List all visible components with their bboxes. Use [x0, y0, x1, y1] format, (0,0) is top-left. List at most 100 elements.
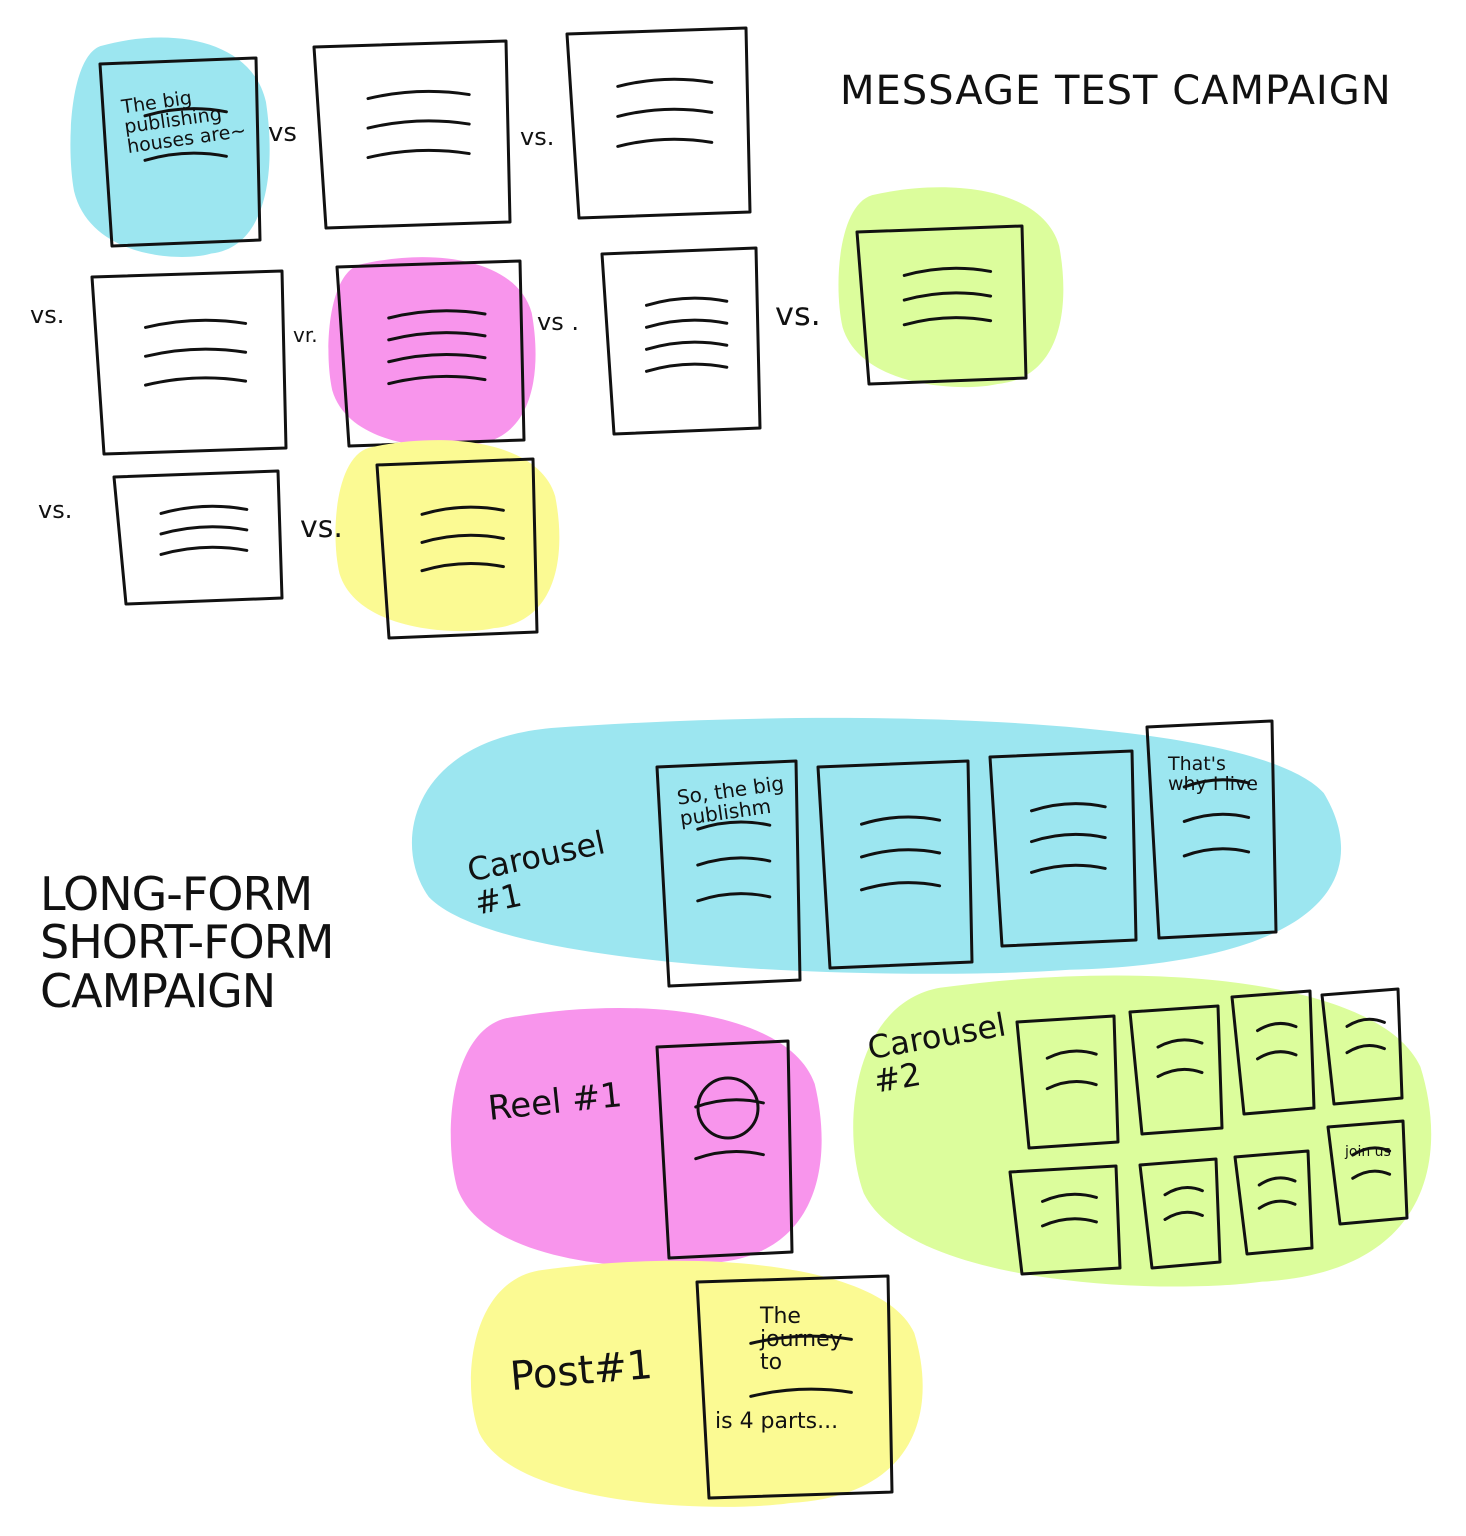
text-squiggle	[1045, 1049, 1098, 1060]
sketch-card	[695, 1274, 894, 1500]
sketch-card	[375, 457, 539, 640]
sketch-card	[855, 224, 1028, 386]
text-squiggle	[645, 296, 729, 307]
text-squiggle	[1030, 832, 1107, 844]
post-text: is 4 parts...	[715, 1409, 839, 1434]
color-blob	[328, 257, 536, 448]
text-squiggle	[696, 892, 772, 903]
text-squiggle	[902, 316, 993, 327]
text-squiggle	[143, 107, 228, 118]
text-squiggle	[1041, 1217, 1098, 1228]
text-squiggle	[387, 374, 487, 386]
vs-label: vs.	[300, 510, 343, 545]
text-squiggle	[1345, 1017, 1386, 1028]
slide-text: join us	[1345, 1144, 1391, 1160]
color-blob	[70, 37, 270, 257]
text-squiggle	[1256, 1021, 1298, 1033]
text-squiggle	[749, 1387, 853, 1398]
text-squiggle	[645, 340, 729, 351]
color-blob	[450, 1007, 822, 1267]
vs-label: vs.	[775, 295, 821, 333]
sketch-card	[1008, 1164, 1122, 1276]
color-blob	[411, 717, 1342, 974]
sketch-card	[1320, 987, 1404, 1106]
sketch-card	[565, 26, 752, 220]
text-squiggle	[1345, 1043, 1386, 1055]
text-squiggle	[860, 881, 942, 892]
text-squiggle	[387, 331, 487, 342]
sketch-card	[600, 246, 762, 436]
long-short-title: LONG-FORM SHORT-FORM CAMPAIGN	[40, 867, 334, 1018]
text-squiggle	[420, 505, 505, 516]
vs-label: vs .	[537, 308, 579, 336]
sketch-card	[1015, 1014, 1120, 1150]
sketch-card	[90, 269, 288, 456]
vs-label: vs.	[520, 123, 555, 151]
text-squiggle	[645, 362, 729, 373]
text-squiggle	[420, 533, 505, 544]
color-blob	[470, 1260, 923, 1507]
sketch-card	[816, 759, 974, 970]
text-squiggle	[694, 1150, 765, 1161]
vs-label: vs.	[30, 301, 65, 329]
text-squiggle	[749, 1334, 853, 1345]
text-squiggle	[1182, 778, 1251, 789]
face-doodle	[696, 1076, 760, 1140]
sketch-card	[1138, 1157, 1222, 1270]
text-squiggle	[1045, 1079, 1098, 1091]
text-squiggle	[860, 848, 942, 859]
sketch-card	[1326, 1119, 1409, 1226]
text-squiggle	[616, 107, 714, 118]
text-squiggle	[159, 504, 249, 515]
text-squiggle	[860, 815, 942, 826]
text-squiggle	[1156, 1038, 1204, 1049]
text-squiggle	[1030, 863, 1107, 874]
text-squiggle	[1163, 1210, 1204, 1221]
sketch-card	[1233, 1149, 1314, 1256]
text-squiggle	[1257, 1199, 1297, 1210]
text-squiggle	[902, 266, 993, 277]
text-squiggle	[159, 525, 249, 536]
sketch-card	[112, 469, 284, 606]
text-squiggle	[1257, 1176, 1297, 1187]
text-squiggle	[902, 291, 993, 302]
text-squiggle	[387, 309, 487, 320]
vs-label: vs.	[38, 496, 73, 524]
text-squiggle	[144, 347, 248, 358]
sketch-card	[655, 1039, 794, 1260]
text-squiggle	[616, 137, 714, 148]
text-squiggle	[1041, 1192, 1098, 1203]
sketch-card	[335, 259, 526, 448]
sketch-card	[988, 749, 1138, 948]
sketch-card	[1128, 1004, 1224, 1136]
text-squiggle	[696, 820, 772, 831]
vs-label: vs	[268, 118, 297, 148]
text-squiggle	[1351, 1146, 1392, 1157]
text-squiggle	[366, 148, 471, 160]
text-squiggle	[1156, 1067, 1204, 1079]
text-squiggle	[420, 561, 505, 573]
text-squiggle	[143, 151, 228, 162]
text-squiggle	[144, 376, 248, 387]
vs-label: vr.	[293, 323, 318, 347]
sketch-card	[1145, 719, 1278, 940]
text-squiggle	[366, 119, 471, 130]
text-squiggle	[387, 353, 487, 364]
text-squiggle	[159, 545, 249, 556]
text-squiggle	[366, 89, 471, 101]
text-squiggle	[1182, 812, 1251, 823]
text-squiggle	[1351, 1169, 1392, 1180]
post-text: The journey to	[760, 1304, 843, 1376]
color-blob	[838, 187, 1064, 388]
sketch-card	[1230, 989, 1316, 1116]
text-squiggle	[1182, 847, 1251, 858]
sketch-card	[312, 39, 512, 230]
message-test-title: MESSAGE TEST CAMPAIGN	[840, 68, 1392, 114]
text-squiggle	[1163, 1186, 1204, 1197]
text-squiggle	[1030, 802, 1107, 813]
text-squiggle	[696, 856, 772, 867]
slide-text: That's why I live	[1168, 753, 1258, 795]
text-squiggle	[645, 318, 729, 329]
text-squiggle	[144, 318, 248, 329]
